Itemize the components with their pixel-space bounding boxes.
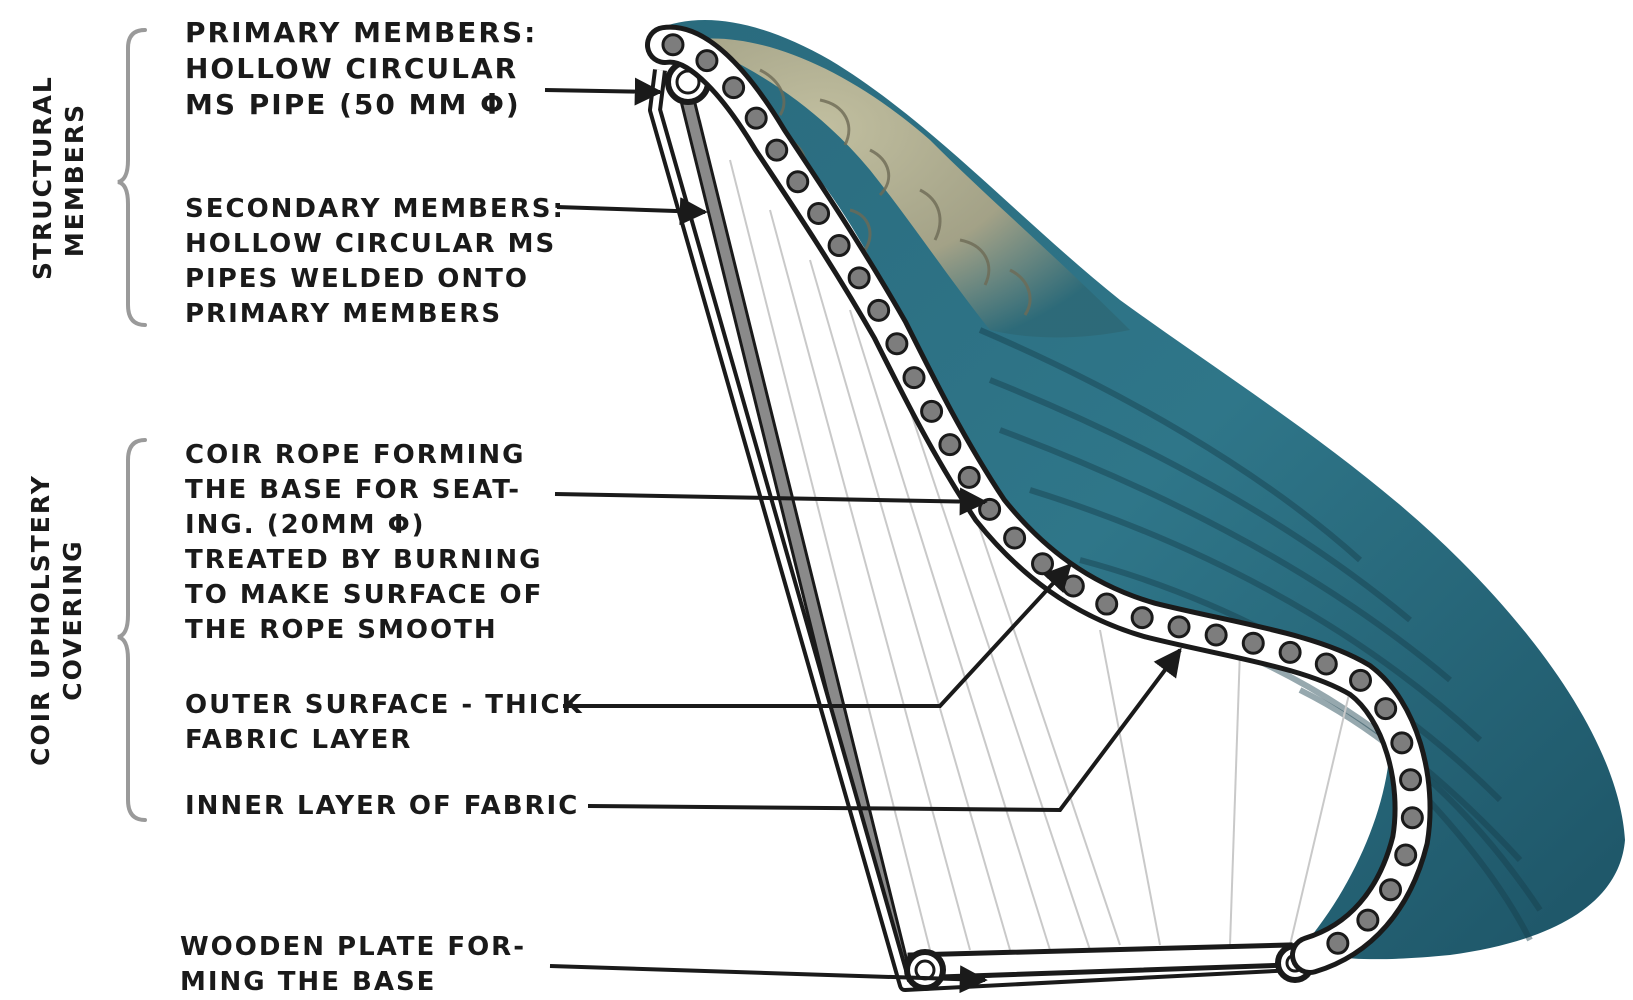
structural-bracket xyxy=(118,30,145,325)
coir-upholstery-title: COIR UPHOLSTERY COVERING xyxy=(25,460,95,780)
rope-bead xyxy=(1063,576,1083,596)
rope-bead xyxy=(1005,528,1025,548)
inner-layer-leader xyxy=(588,650,1180,810)
rope-bead xyxy=(1316,654,1336,674)
primary-members-label: PRIMARY MEMBERS: HOLLOW CIRCULAR MS PIPE… xyxy=(185,15,537,123)
rope-bead xyxy=(1206,625,1226,645)
coir-rope-label: COIR ROPE FORMING THE BASE FOR SEAT- ING… xyxy=(185,438,543,648)
rope-bead xyxy=(940,435,960,455)
rope-bead xyxy=(1376,699,1396,719)
rope-bead xyxy=(1132,608,1152,628)
rope-bead xyxy=(829,236,849,256)
rope-bead xyxy=(724,78,744,98)
rope-bead xyxy=(1243,633,1263,653)
rope-bead xyxy=(1402,808,1422,828)
rope-bead xyxy=(959,467,979,487)
rope-bead xyxy=(746,108,766,128)
structural-members-title: STRUCTURAL MEMBERS xyxy=(27,80,97,280)
rope-bead xyxy=(1381,880,1401,900)
rope-bead xyxy=(849,268,869,288)
rope-bead xyxy=(1097,594,1117,614)
rope-bead xyxy=(1280,642,1300,662)
rope-bead xyxy=(922,401,942,421)
wooden-plate-label: WOODEN PLATE FOR- MING THE BASE xyxy=(180,930,526,1000)
rope-bead xyxy=(809,204,829,224)
rope-bead xyxy=(1351,670,1371,690)
rope-bead xyxy=(904,368,924,388)
rope-bead xyxy=(1401,770,1421,790)
rope-bead xyxy=(663,35,683,55)
rope-bead xyxy=(869,300,889,320)
rope-bead xyxy=(1392,733,1412,753)
inner-layer-label: INNER LAYER OF FABRIC xyxy=(185,789,579,824)
primary-leader xyxy=(545,90,660,92)
rope-bead xyxy=(1169,617,1189,637)
upholstery-bracket xyxy=(118,440,145,820)
rope-bead xyxy=(788,172,808,192)
rope-bead xyxy=(1358,910,1378,930)
rope-bead xyxy=(1033,554,1053,574)
secondary-members-label: SECONDARY MEMBERS: HOLLOW CIRCULAR MS PI… xyxy=(185,192,565,332)
outer-surface-label: OUTER SURFACE - THICK FABRIC LAYER xyxy=(185,688,584,758)
rope-bead xyxy=(1396,845,1416,865)
rope-bead xyxy=(887,334,907,354)
rope-bead xyxy=(697,51,717,71)
rope-bead xyxy=(767,140,787,160)
rope-bead xyxy=(1328,933,1348,953)
